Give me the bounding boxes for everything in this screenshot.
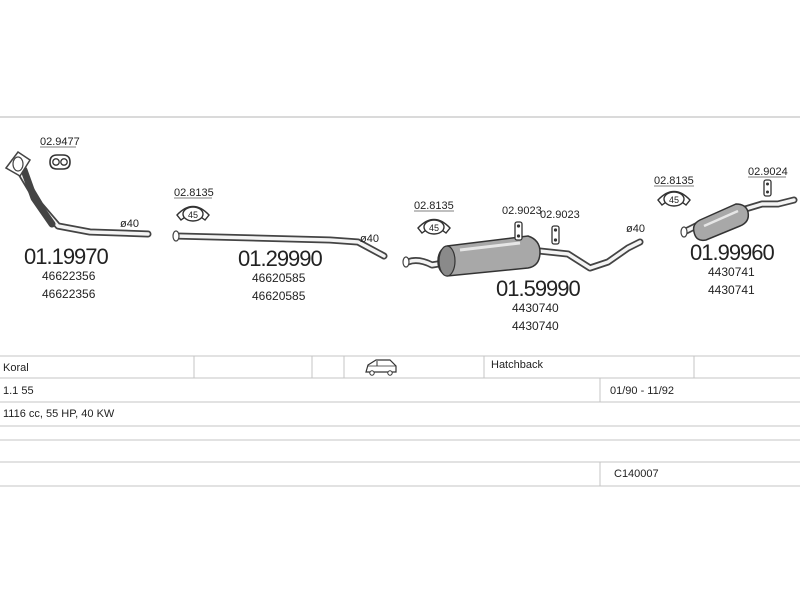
vehicle-engine: 1.1 55 [3, 385, 34, 397]
center-clamp-size: 45 [429, 223, 439, 233]
front-pipe-number: 01.19970 [24, 244, 109, 269]
middle-pipe-oem-1: 46620585 [252, 271, 306, 285]
rear-silencer-oem-2: 4430741 [708, 283, 755, 297]
middle-pipe-diameter: ø40 [360, 233, 379, 245]
center-box-diameter: ø40 [626, 223, 645, 235]
rubber-hanger-icon [514, 221, 523, 241]
vehicle-body-type: Hatchback [491, 359, 543, 371]
front-pipe-diameter: ø40 [120, 218, 139, 230]
front-pipe-oem-2: 46622356 [42, 287, 96, 301]
center-silencer[interactable] [402, 235, 644, 277]
center-box-oem-2: 4430740 [512, 319, 559, 333]
clamp-icon: 45 [657, 190, 691, 207]
front-pipe-oem-1: 46622356 [42, 269, 96, 283]
rear-silencer[interactable] [680, 196, 798, 242]
clamp-icon: 45 [417, 218, 451, 235]
center-box-oem-1: 4430740 [512, 301, 559, 315]
middle-clamp-size: 45 [188, 210, 198, 220]
rubber-hanger-icon [551, 225, 560, 245]
front-pipe-gasket-code: 02.9477 [40, 136, 80, 148]
vehicle-production: 01/90 - 11/92 [610, 385, 674, 397]
rear-silencer-clamp-code: 02.8135 [654, 175, 694, 187]
gasket-icon [49, 154, 71, 170]
catalog-code: C140007 [614, 468, 659, 480]
rear-silencer-oem-1: 4430741 [708, 265, 755, 279]
vehicle-model: Koral [3, 362, 29, 374]
clamp-icon: 45 [176, 205, 210, 222]
vehicle-table [0, 355, 800, 487]
center-box-hanger-code-1: 02.9023 [502, 205, 542, 217]
rear-silencer-hanger-code: 02.9024 [748, 166, 788, 178]
hatchback-car-icon [365, 359, 397, 376]
rear-clamp-size: 45 [669, 195, 679, 205]
middle-pipe-clamp-code: 02.8135 [174, 187, 214, 199]
rear-silencer-number: 01.99960 [690, 240, 775, 265]
front-pipe[interactable] [4, 150, 152, 238]
center-box-hanger-code-2: 02.9023 [540, 209, 580, 221]
middle-pipe[interactable] [172, 230, 388, 260]
center-box-number: 01.59990 [496, 276, 581, 301]
rubber-hanger-icon [763, 179, 772, 197]
center-box-clamp-code: 02.8135 [414, 200, 454, 212]
middle-pipe-number: 01.29990 [238, 246, 323, 271]
vehicle-specs: 1116 cc, 55 HP, 40 KW [3, 408, 115, 420]
middle-pipe-oem-2: 46620585 [252, 289, 306, 303]
